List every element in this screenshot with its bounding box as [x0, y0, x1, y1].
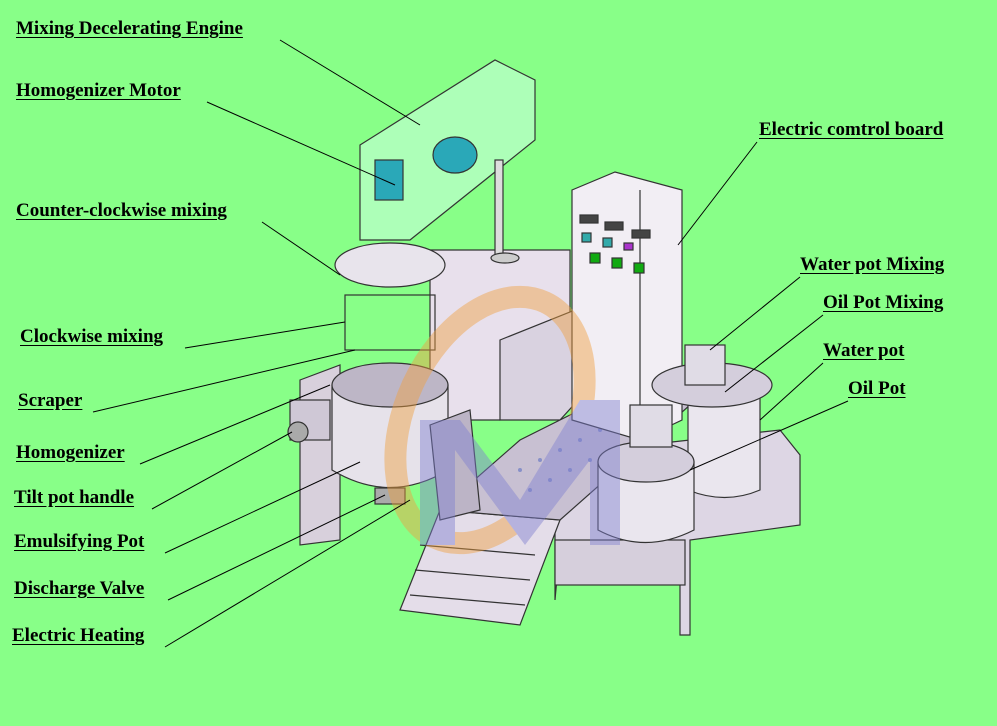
label-oil-pot-mixing: Oil Pot Mixing: [823, 292, 944, 313]
label-water-pot-mixing: Water pot Mixing: [800, 254, 945, 275]
label-homogenizer-motor: Homogenizer Motor: [16, 80, 181, 101]
emulsifying-pot: [287, 362, 481, 546]
label-homogenizer: Homogenizer: [16, 442, 125, 463]
label-mixing-decelerating-engine: Mixing Decelerating Engine: [16, 18, 243, 39]
label-oil-pot: Oil Pot: [848, 378, 906, 399]
label-clockwise-mixing: Clockwise mixing: [20, 326, 164, 347]
leader-lines: [92, 39, 849, 648]
watermark-logo: [384, 285, 620, 555]
label-electric-control-board: Electric comtrol board: [759, 119, 944, 140]
control-board: [571, 171, 683, 441]
label-electric-heating: Electric Heating: [12, 625, 145, 646]
label-scraper: Scraper: [18, 390, 83, 411]
label-emulsifying-pot: Emulsifying Pot: [14, 531, 145, 552]
label-discharge-valve: Discharge Valve: [14, 578, 145, 599]
phase-pots: [597, 344, 773, 543]
label-counter-clockwise-mixing: Counter-clockwise mixing: [16, 200, 227, 221]
label-tilt-pot-handle: Tilt pot handle: [14, 487, 135, 508]
top-assembly: [334, 59, 536, 351]
label-water-pot: Water pot: [823, 340, 905, 361]
